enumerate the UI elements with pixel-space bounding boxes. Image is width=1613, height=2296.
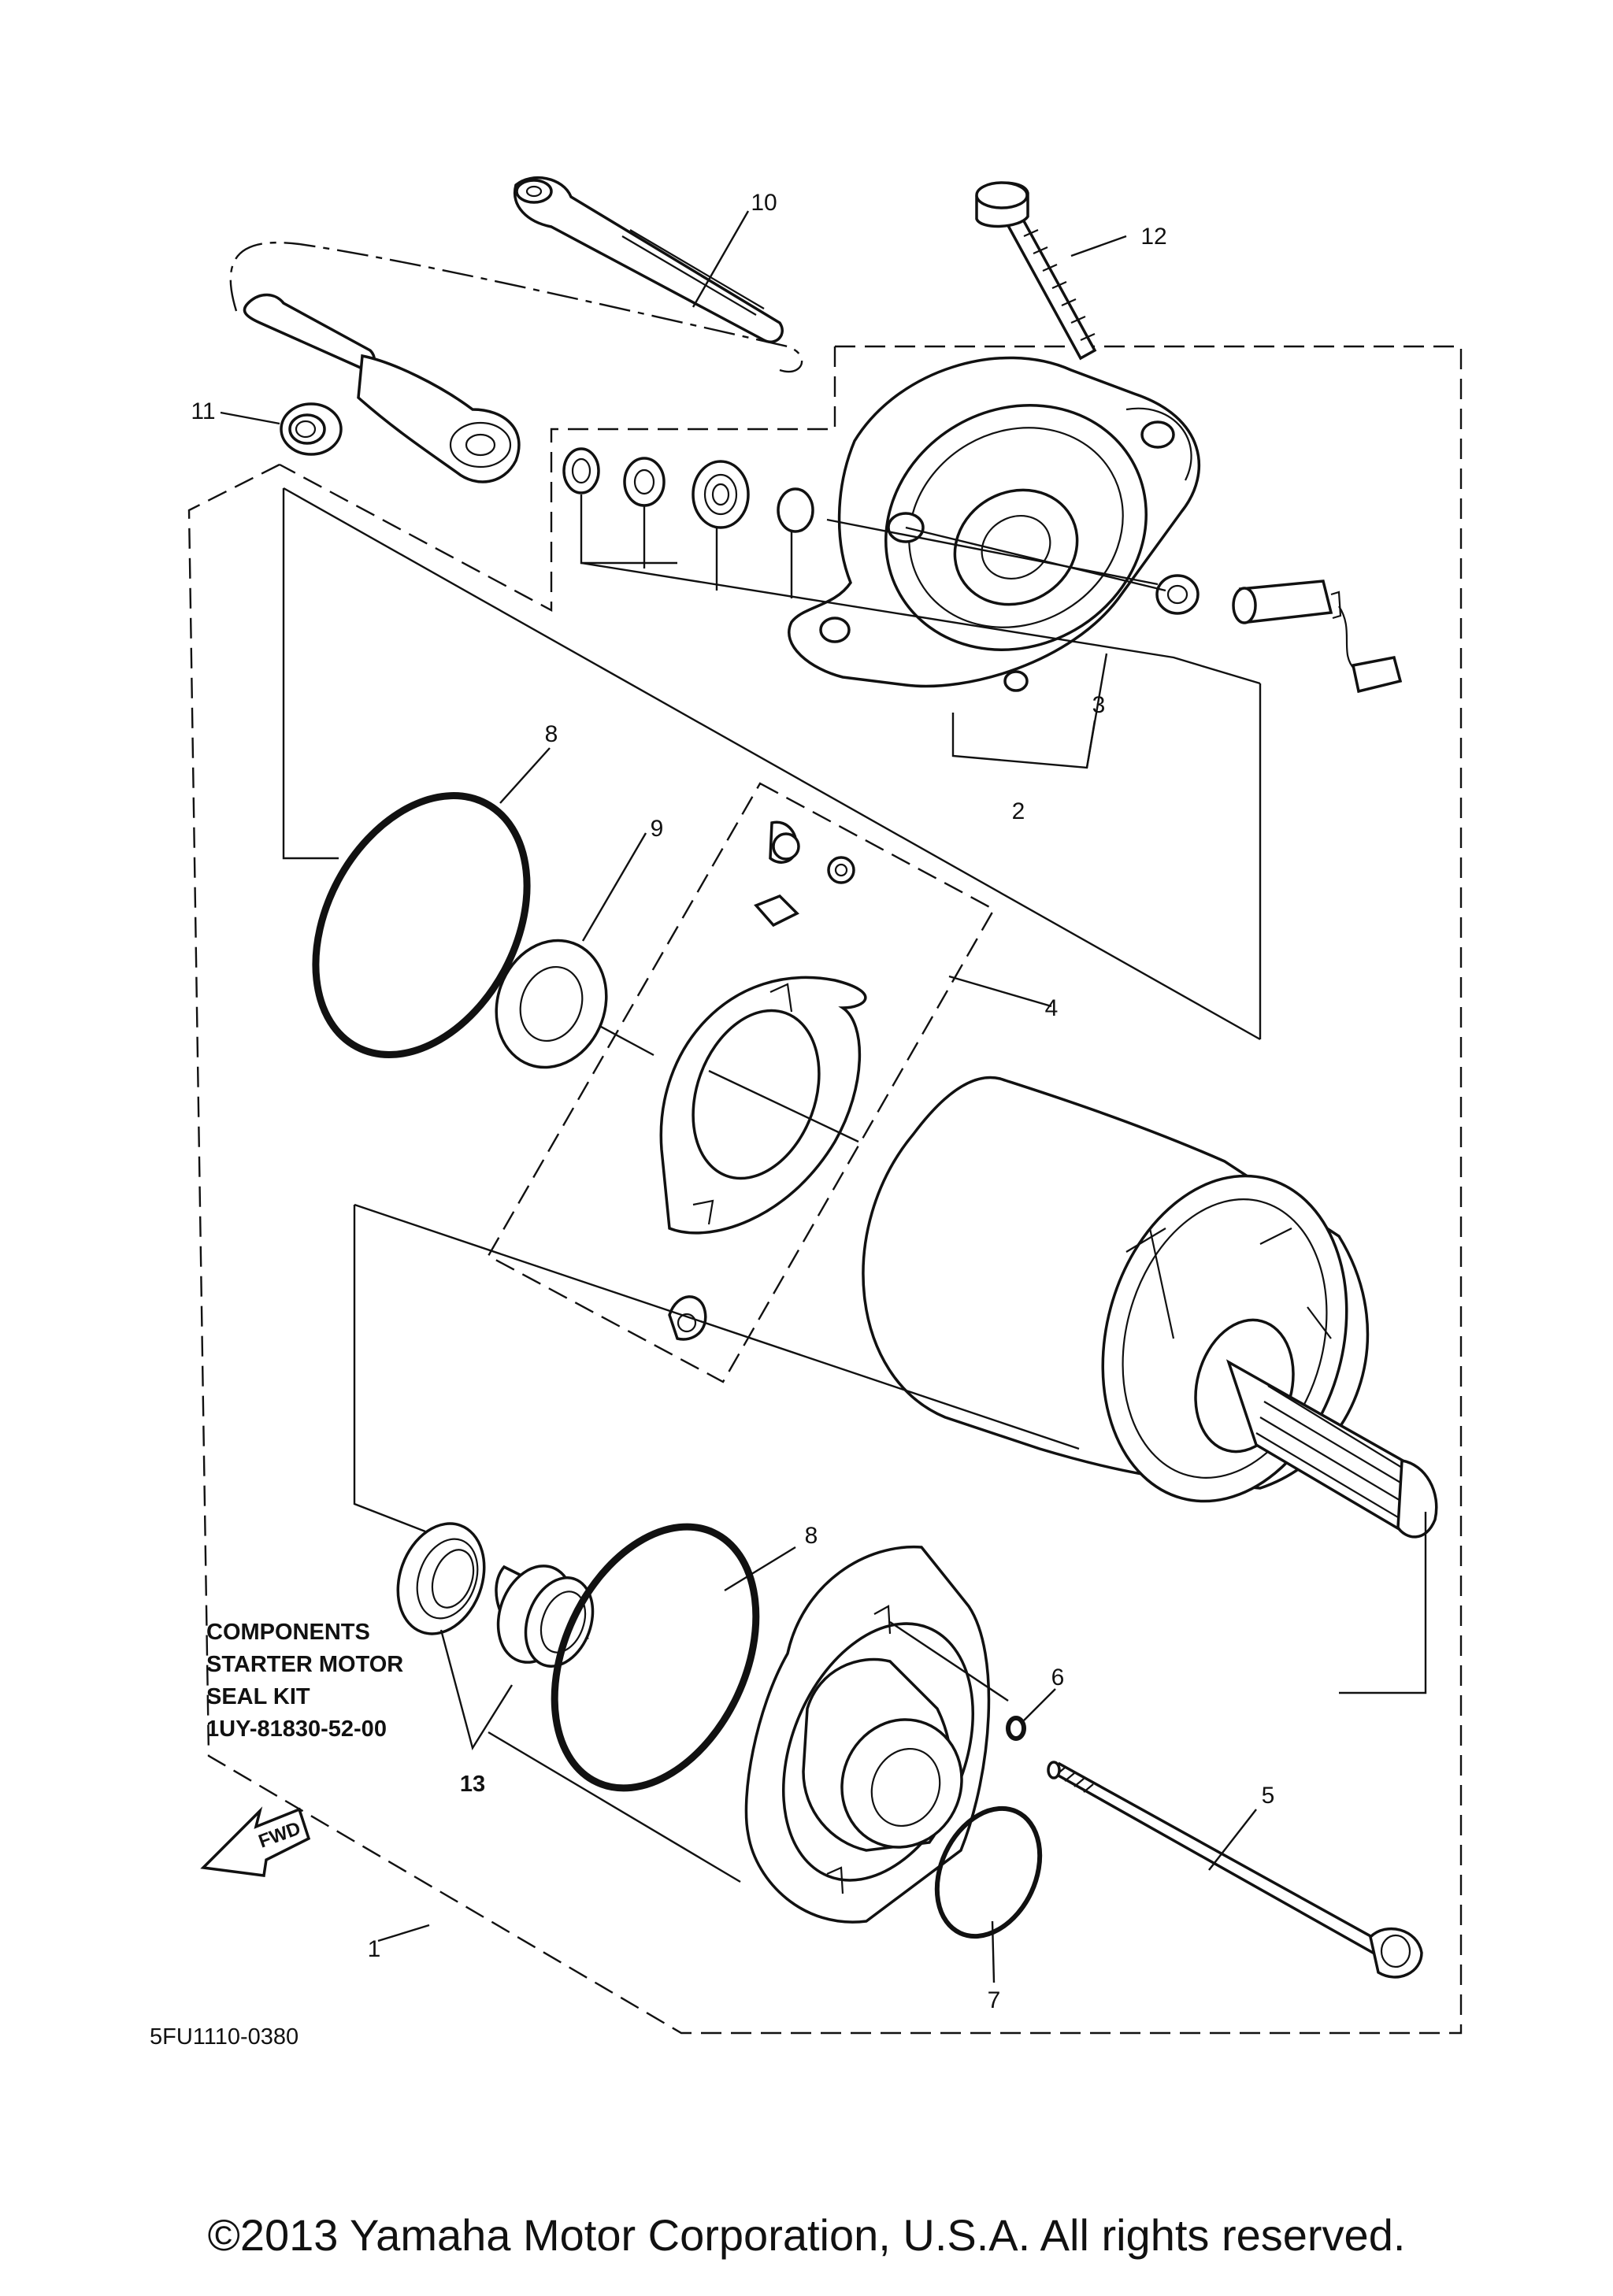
- bolt-part-12: [975, 181, 1097, 361]
- assembly-outline: [187, 345, 1463, 2035]
- kit-label-line4: 1UY-81830-52-00: [206, 1716, 387, 1742]
- callout-3: 3: [1092, 692, 1106, 718]
- alignment-lines-lower: [353, 1203, 1427, 1694]
- callout-numbers: 10 12 11 3 2 8 9 4 8 6 5 7 1 13: [191, 190, 1274, 2013]
- callout-8-lower: 8: [805, 1523, 818, 1549]
- forward-direction-arrow: FWD: [200, 1806, 311, 1877]
- callout-2: 2: [1012, 798, 1025, 824]
- callout-4: 4: [1045, 995, 1059, 1021]
- rear-bracket-assembly: [562, 356, 1403, 1039]
- through-bolt-part-5: [1047, 1761, 1423, 1979]
- lead-wire-part-10: [229, 176, 803, 483]
- front-cover: [488, 1545, 1009, 1924]
- kit-label-line1: COMPONENTS: [206, 1620, 370, 1645]
- callout-8-upper: 8: [545, 721, 558, 747]
- o-ring-lower-part-8: [551, 1523, 760, 1792]
- callout-9: 9: [651, 816, 664, 842]
- callout-6: 6: [1051, 1665, 1065, 1691]
- callout-leaders: [220, 210, 1257, 1983]
- callout-bracket-2-3: [951, 653, 1108, 769]
- o-ring-small-part-6: [1006, 1716, 1026, 1741]
- callout-5: 5: [1262, 1783, 1275, 1809]
- seal-kit-label: COMPONENTS STARTER MOTOR SEAL KIT 1UY-81…: [206, 1620, 403, 1742]
- callout-1: 1: [368, 1936, 381, 1962]
- kit-label-line3: SEAL KIT: [206, 1684, 310, 1709]
- bearing-part-13: [495, 1565, 595, 1668]
- o-ring-upper-part-8: [312, 792, 531, 1058]
- brush-holder-assembly-part-4: [487, 782, 996, 1383]
- kit-label-line2: STARTER MOTOR: [206, 1652, 403, 1677]
- copyright-notice: ©2013 Yamaha Motor Corporation, U.S.A. A…: [208, 2210, 1406, 2260]
- callout-7: 7: [988, 1987, 1001, 2013]
- o-ring-part-7: [934, 1805, 1043, 1939]
- callout-13: 13: [460, 1772, 485, 1797]
- nut-part-11: [280, 402, 343, 456]
- yoke-assembly: [862, 1076, 1438, 1539]
- callout-11: 11: [191, 398, 215, 424]
- callout-10: 10: [751, 190, 777, 216]
- callout-12: 12: [1140, 224, 1166, 250]
- alignment-lines-upper: [282, 487, 1261, 1041]
- oil-seal-part-13: [396, 1522, 486, 1635]
- callout-leaders-13: [439, 1629, 514, 1750]
- washer-part-9: [495, 939, 608, 1069]
- diagram-code: 5FU1110-0380: [150, 2024, 298, 2050]
